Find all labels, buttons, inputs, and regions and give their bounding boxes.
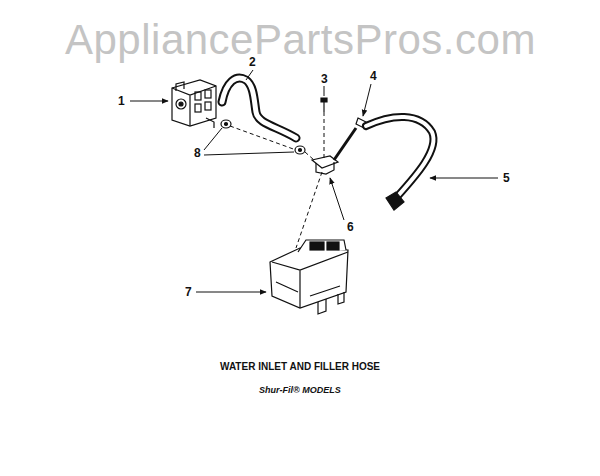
hose-fitting [312, 128, 356, 174]
leader-line [130, 70, 498, 292]
callout-number: 4 [370, 70, 377, 82]
callout-number: 8 [194, 147, 201, 159]
subtitle: Shur-Fil® MODELS [259, 386, 341, 395]
callout-number: 6 [347, 221, 354, 233]
callout-number: 5 [503, 172, 510, 184]
watermark: AppliancePartsPros.com [65, 19, 536, 61]
assembly-line [230, 112, 324, 248]
water-valve [172, 80, 216, 128]
inlet-hose [366, 117, 433, 210]
filler-hose [222, 78, 296, 138]
screw [321, 98, 327, 112]
callout-number: 3 [321, 73, 328, 85]
caption: WATER INLET AND FILLER HOSE [220, 362, 380, 372]
hose-clamp [221, 120, 305, 154]
callout-number: 7 [185, 286, 192, 298]
callout-number: 1 [118, 95, 125, 107]
dispenser [270, 240, 348, 314]
callout-number: 2 [249, 56, 256, 68]
